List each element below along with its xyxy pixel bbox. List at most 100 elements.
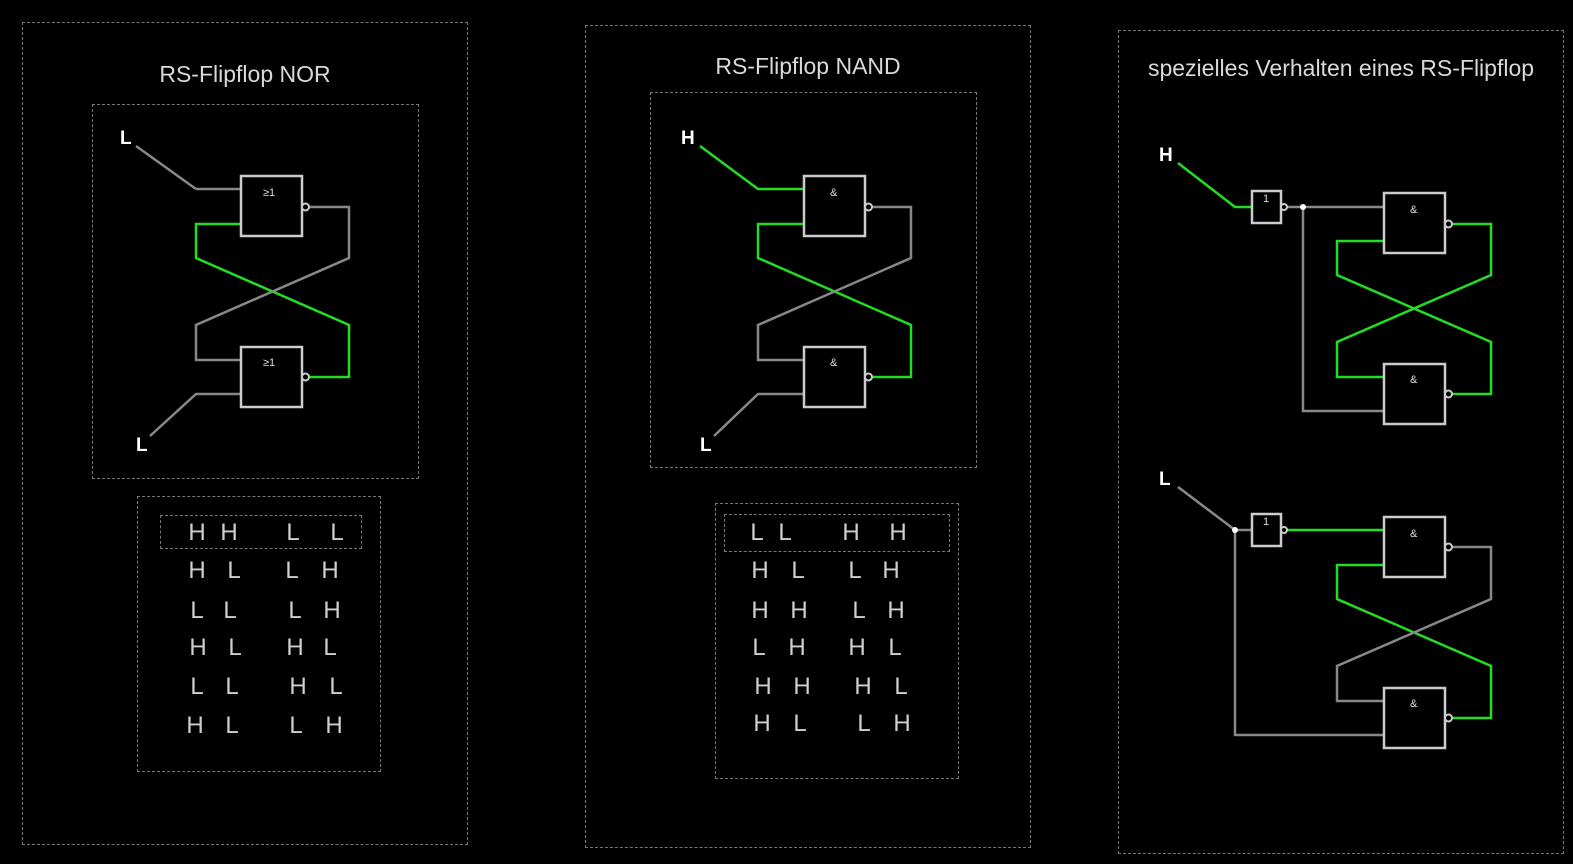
nand-circuit: & & H L bbox=[681, 128, 913, 456]
tt-cell: L bbox=[225, 712, 239, 739]
tt-cell: H bbox=[893, 710, 911, 737]
gate-symbol-label: 1 bbox=[1263, 193, 1269, 205]
gate-symbol-label: ≥1 bbox=[263, 357, 275, 369]
inversion-bubble bbox=[301, 202, 310, 212]
inversion-bubble bbox=[1444, 389, 1453, 399]
tt-cell: H bbox=[887, 597, 905, 624]
tt-cell: L bbox=[190, 673, 204, 700]
inversion-bubble bbox=[1280, 526, 1288, 534]
tt-cell: H bbox=[751, 597, 769, 624]
panel-nor: RS-Flipflop NOR bbox=[22, 22, 468, 845]
tt-cell: H bbox=[186, 712, 204, 739]
truth-table-row: L L H H bbox=[724, 514, 950, 552]
tt-cell: H bbox=[189, 634, 207, 661]
tt-cell: L bbox=[323, 634, 337, 661]
tt-cell: H bbox=[220, 519, 238, 546]
tt-cell: L bbox=[750, 519, 764, 546]
wire-r-input bbox=[149, 392, 241, 437]
tt-cell: H bbox=[751, 557, 769, 584]
truth-table-row: H L L H bbox=[138, 708, 380, 744]
tt-cell: L bbox=[848, 557, 862, 584]
tt-cell: L bbox=[288, 597, 302, 624]
gate-symbol-label: & bbox=[830, 357, 838, 369]
tt-cell: L bbox=[228, 634, 242, 661]
input-label-r: L bbox=[136, 435, 148, 456]
tt-cell: L bbox=[223, 597, 237, 624]
truth-table-row: H L L H bbox=[716, 706, 958, 742]
tt-cell: L bbox=[888, 634, 902, 661]
nand-gate-bottom bbox=[1382, 362, 1447, 426]
tt-cell: L bbox=[285, 557, 299, 584]
inversion-bubble bbox=[864, 372, 873, 382]
wire-feedback-top-to-bottom bbox=[1335, 222, 1493, 379]
gate-symbol-label: ≥1 bbox=[263, 187, 275, 199]
tt-cell: L bbox=[852, 597, 866, 624]
junction-dot bbox=[1300, 204, 1306, 210]
truth-table-row: H L H L bbox=[138, 630, 380, 666]
gate-symbol-label: & bbox=[1410, 374, 1418, 386]
nand-gate-top bbox=[1382, 191, 1447, 255]
gate-symbol-label: 1 bbox=[1263, 516, 1269, 528]
tt-cell: H bbox=[188, 557, 206, 584]
tt-cell: L bbox=[289, 712, 303, 739]
tt-cell: H bbox=[753, 710, 771, 737]
tt-cell: L bbox=[225, 673, 239, 700]
input-label-r: L bbox=[700, 435, 712, 456]
special-circuit-top: 1 & & H bbox=[1159, 145, 1493, 426]
wire-r-input bbox=[713, 392, 804, 437]
tt-cell: L bbox=[227, 557, 241, 584]
tt-cell: H bbox=[323, 597, 341, 624]
tt-cell: L bbox=[752, 634, 766, 661]
wire-s-input bbox=[135, 144, 197, 191]
wire-feedback-top-to-bottom bbox=[1335, 545, 1493, 703]
inversion-bubble bbox=[301, 372, 310, 382]
tt-cell: H bbox=[325, 712, 343, 739]
tt-cell: H bbox=[882, 557, 900, 584]
inversion-bubble bbox=[864, 202, 873, 212]
truth-table-row: L L H L bbox=[138, 669, 380, 705]
panel-nand: RS-Flipflop NAND bbox=[585, 25, 1031, 848]
tt-cell: L bbox=[857, 710, 871, 737]
truth-table-row: H L L H bbox=[716, 553, 958, 589]
truth-table-row: H H L L bbox=[160, 515, 362, 549]
junction-dot bbox=[1232, 527, 1238, 533]
gate-symbol-label: & bbox=[1410, 698, 1418, 710]
wire-feedback-top-to-bottom bbox=[194, 205, 351, 362]
nand-gate-bottom bbox=[1382, 686, 1447, 750]
tt-cell: H bbox=[286, 634, 304, 661]
tt-cell: L bbox=[894, 673, 908, 700]
truth-table-row: H H H L bbox=[716, 669, 958, 705]
tt-cell: H bbox=[793, 673, 811, 700]
tt-cell: L bbox=[286, 519, 300, 546]
special-circuit-bottom: 1 & & L bbox=[1159, 469, 1493, 750]
input-label-s: H bbox=[681, 128, 695, 149]
inversion-bubble bbox=[1444, 713, 1453, 723]
truth-table-nand: L L H H H L L H H H L H L H H L H H H L … bbox=[715, 503, 959, 779]
wire-input bbox=[1177, 486, 1252, 532]
nor-gate-top bbox=[239, 174, 304, 238]
inversion-bubble bbox=[1444, 542, 1453, 552]
tt-cell: H bbox=[321, 557, 339, 584]
circuit-box-nor bbox=[92, 104, 419, 479]
wire-branch bbox=[1301, 207, 1384, 413]
tt-cell: L bbox=[791, 557, 805, 584]
tt-cell: H bbox=[854, 673, 872, 700]
tt-cell: H bbox=[188, 519, 206, 546]
truth-table-row: L H H L bbox=[716, 630, 958, 666]
nand-gate-top bbox=[802, 174, 867, 238]
tt-cell: H bbox=[754, 673, 772, 700]
truth-table-row: H H L H bbox=[716, 593, 958, 629]
nand-gate-top bbox=[1382, 515, 1447, 579]
wire-feedback-top-to-bottom bbox=[756, 205, 913, 362]
tt-cell: H bbox=[788, 634, 806, 661]
circuit-box-nand bbox=[650, 92, 977, 468]
tt-cell: H bbox=[842, 519, 860, 546]
nor-circuit: ≥1 ≥1 L L bbox=[120, 128, 351, 456]
truth-table-nor: H H L L H L L H L L L H H L H L L L H L … bbox=[137, 496, 381, 772]
tt-cell: H bbox=[289, 673, 307, 700]
panel-title-special: spezielles Verhalten eines RS-Flipflop bbox=[1147, 55, 1535, 81]
inversion-bubble bbox=[1444, 219, 1453, 229]
panel-special: spezielles Verhalten eines RS-Flipflop bbox=[1118, 30, 1564, 854]
wire-s-input bbox=[699, 144, 804, 191]
